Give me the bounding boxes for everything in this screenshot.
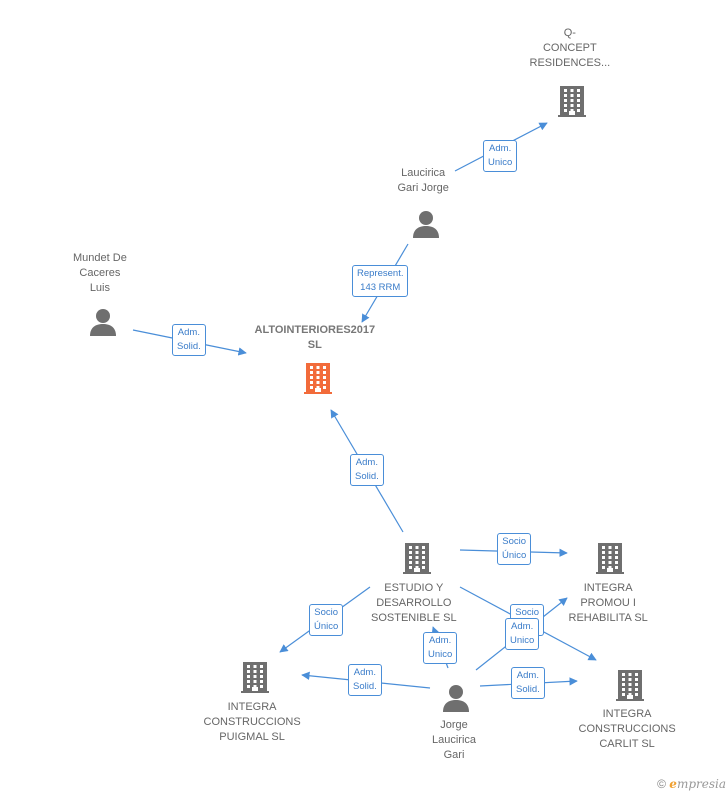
edge-label-laucirica1-to-qconcept[interactable]: Adm. Unico: [483, 140, 518, 172]
node-label-carlit[interactable]: INTEGRA CONSTRUCCIONS CARLIT SL: [578, 707, 676, 750]
copyright-symbol: ©: [657, 777, 666, 791]
node-label-jorge[interactable]: Jorge Laucirica Gari: [432, 718, 477, 761]
edge-label-jorge-to-carlit[interactable]: Adm. Solid.: [511, 667, 545, 699]
node-label-promou[interactable]: INTEGRA PROMOU I REHABILITA SL: [568, 581, 648, 624]
building-icon-alto[interactable]: [303, 361, 333, 400]
node-label-estudio[interactable]: ESTUDIO Y DESARROLLO SOSTENIBLE SL: [371, 581, 457, 624]
edge-label-estudio-to-puigmal[interactable]: Socio Único: [309, 604, 344, 636]
node-label-puigmal[interactable]: INTEGRA CONSTRUCCIONS PUIGMAL SL: [203, 700, 301, 743]
node-label-laucirica1[interactable]: Laucirica Gari Jorge: [397, 167, 449, 194]
building-icon-promou[interactable]: [595, 541, 625, 580]
edge-label-jorge-to-estudio[interactable]: Adm. Unico: [423, 632, 458, 664]
node-label-alto[interactable]: ALTOINTERIORES2017 SL: [254, 324, 376, 351]
building-icon-puigmal[interactable]: [240, 660, 270, 699]
edge-label-estudio-to-promou[interactable]: Socio Único: [497, 533, 532, 565]
edge-label-jorge-to-puigmal[interactable]: Adm. Solid.: [348, 664, 382, 696]
building-icon-qconcept[interactable]: [557, 84, 587, 123]
building-icon-estudio[interactable]: [402, 541, 432, 580]
brand-logo: empresia: [669, 777, 726, 791]
person-icon-mundet[interactable]: [88, 307, 118, 342]
person-icon-laucirica1[interactable]: [411, 209, 441, 244]
edge-label-jorge-to-promou[interactable]: Adm. Unico: [505, 618, 540, 650]
building-icon-carlit[interactable]: [615, 668, 645, 707]
edge-label-laucirica1-to-alto[interactable]: Represent. 143 RRM: [352, 265, 409, 297]
edge-label-mundet-to-alto[interactable]: Adm. Solid.: [172, 324, 206, 356]
node-label-mundet[interactable]: Mundet De Caceres Luis: [73, 251, 127, 294]
watermark: © empresia: [657, 777, 726, 791]
person-icon-jorge[interactable]: [441, 683, 471, 718]
edge-label-estudio-to-alto[interactable]: Adm. Solid.: [350, 454, 384, 486]
node-label-qconcept[interactable]: Q- CONCEPT RESIDENCES...: [529, 26, 611, 69]
